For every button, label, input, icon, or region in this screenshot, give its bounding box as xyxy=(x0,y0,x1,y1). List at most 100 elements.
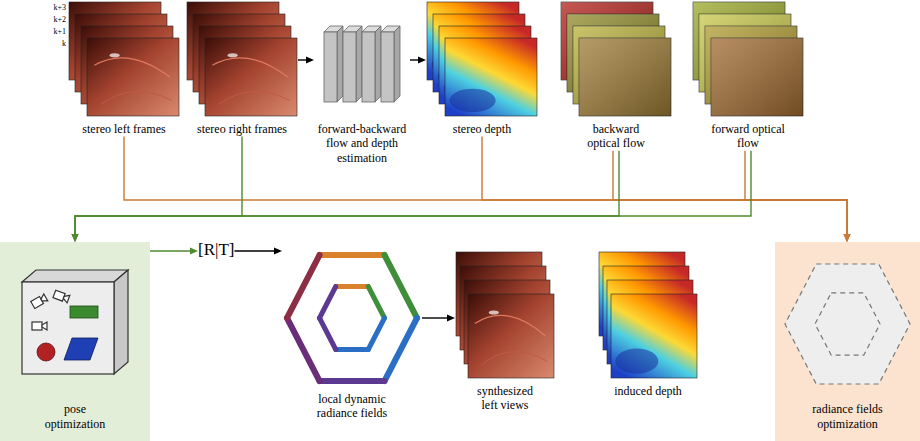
layer-front xyxy=(324,32,337,102)
connector xyxy=(482,136,851,242)
layer-side xyxy=(375,26,381,102)
arrow-head xyxy=(72,234,79,242)
stack-art xyxy=(68,2,180,116)
radiance-hexagon: local dynamic radiance fields xyxy=(282,250,422,421)
connector-line xyxy=(613,151,847,236)
arrow-head xyxy=(72,234,79,242)
node-caption: backward optical flow xyxy=(578,122,654,151)
arrow-head xyxy=(274,248,282,255)
highlight xyxy=(489,310,499,314)
node-caption: synthesized left views xyxy=(469,384,541,413)
node-caption: pose optimization xyxy=(40,402,110,431)
hexagon-edge xyxy=(368,318,384,350)
arrow-head xyxy=(844,234,851,242)
hexagon-edge xyxy=(368,287,384,319)
hexagon-edge xyxy=(287,318,320,381)
connector-line xyxy=(75,151,751,236)
image-frame xyxy=(468,294,554,378)
camera-icon xyxy=(31,294,48,308)
node-caption: induced depth xyxy=(598,384,698,398)
pose-panel: pose optimization xyxy=(0,242,150,441)
layer-front xyxy=(381,32,394,102)
camera-lens xyxy=(42,322,47,330)
hexagon-edge xyxy=(320,252,385,258)
stack-art xyxy=(692,2,804,116)
vessel xyxy=(481,352,547,366)
connector-line xyxy=(234,250,276,251)
pose-matrix: [R|T] xyxy=(198,240,234,260)
arrow-head xyxy=(190,248,198,255)
camera-lens xyxy=(62,294,69,303)
layer-side xyxy=(337,26,343,102)
hexagon-edge xyxy=(287,255,320,318)
arrow-head xyxy=(72,234,79,242)
network-art xyxy=(314,2,410,116)
connector-line xyxy=(124,136,847,236)
image-frame xyxy=(87,38,179,116)
depth-stack: induced depth xyxy=(598,252,698,398)
vessel xyxy=(94,58,169,77)
hex-art xyxy=(282,250,422,386)
frame-index-label: k xyxy=(62,40,66,48)
blue-block xyxy=(64,338,98,360)
hexagon-edge xyxy=(385,318,418,381)
frame-index-label: k+1 xyxy=(53,28,66,36)
frame-image xyxy=(579,38,671,116)
camera-icon xyxy=(32,322,47,330)
connector-line xyxy=(75,136,242,236)
connector-line xyxy=(422,317,449,318)
arrow-head xyxy=(844,234,851,242)
highlight xyxy=(228,53,238,57)
depth-blob xyxy=(450,89,496,112)
dashed-hexagon xyxy=(815,293,880,355)
frame-image xyxy=(87,38,179,116)
frame-image xyxy=(468,294,554,378)
cube-front xyxy=(22,282,114,374)
frame-stack: stereo right frames xyxy=(186,2,298,136)
connector xyxy=(72,151,752,242)
layer-front xyxy=(343,32,356,102)
frame-shade xyxy=(711,38,803,116)
vessel xyxy=(212,58,287,77)
arrow-head xyxy=(447,315,455,322)
image-frame xyxy=(711,38,803,116)
node-caption: stereo depth xyxy=(426,122,538,136)
node-caption: stereo left frames xyxy=(68,122,180,136)
depth-blob xyxy=(615,349,658,374)
node-caption: forward optical flow xyxy=(710,122,786,151)
dashed-hexagon xyxy=(785,264,910,384)
layer-side xyxy=(394,26,400,102)
highlight xyxy=(110,53,120,57)
image-frame xyxy=(445,38,537,116)
connector xyxy=(150,248,198,255)
node-caption: radiance fields optimization xyxy=(798,402,898,431)
node-caption: stereo right frames xyxy=(186,122,298,136)
arrow-head xyxy=(844,234,851,242)
stack-art xyxy=(455,252,555,378)
camera-body xyxy=(32,322,42,330)
connector xyxy=(234,248,282,255)
flow-stack: backward optical flow xyxy=(560,2,672,151)
green-block xyxy=(70,306,98,318)
connector xyxy=(745,151,851,242)
vessel xyxy=(101,92,172,105)
arrow-head xyxy=(306,57,314,64)
hexagon-edge xyxy=(336,284,369,289)
red-ball xyxy=(37,343,55,361)
depth-stack: stereo depth xyxy=(426,2,538,136)
network-block: forward-backward flow and depth estimati… xyxy=(314,2,410,165)
node-caption: forward-backward flow and depth estimati… xyxy=(314,122,410,165)
connector-line xyxy=(482,136,847,236)
node-caption: [R|T] xyxy=(198,240,234,260)
vessel xyxy=(475,315,546,336)
connector-line xyxy=(150,250,192,251)
stack-art xyxy=(560,2,672,116)
frame-stack: stereo left frames xyxy=(68,2,180,136)
frame-image xyxy=(205,38,297,116)
flow-stack: forward optical flow xyxy=(692,2,804,151)
image-frame xyxy=(611,294,697,378)
connector xyxy=(72,136,243,242)
connector xyxy=(298,57,314,64)
camera-lens xyxy=(39,294,47,303)
stack-art xyxy=(598,252,698,378)
